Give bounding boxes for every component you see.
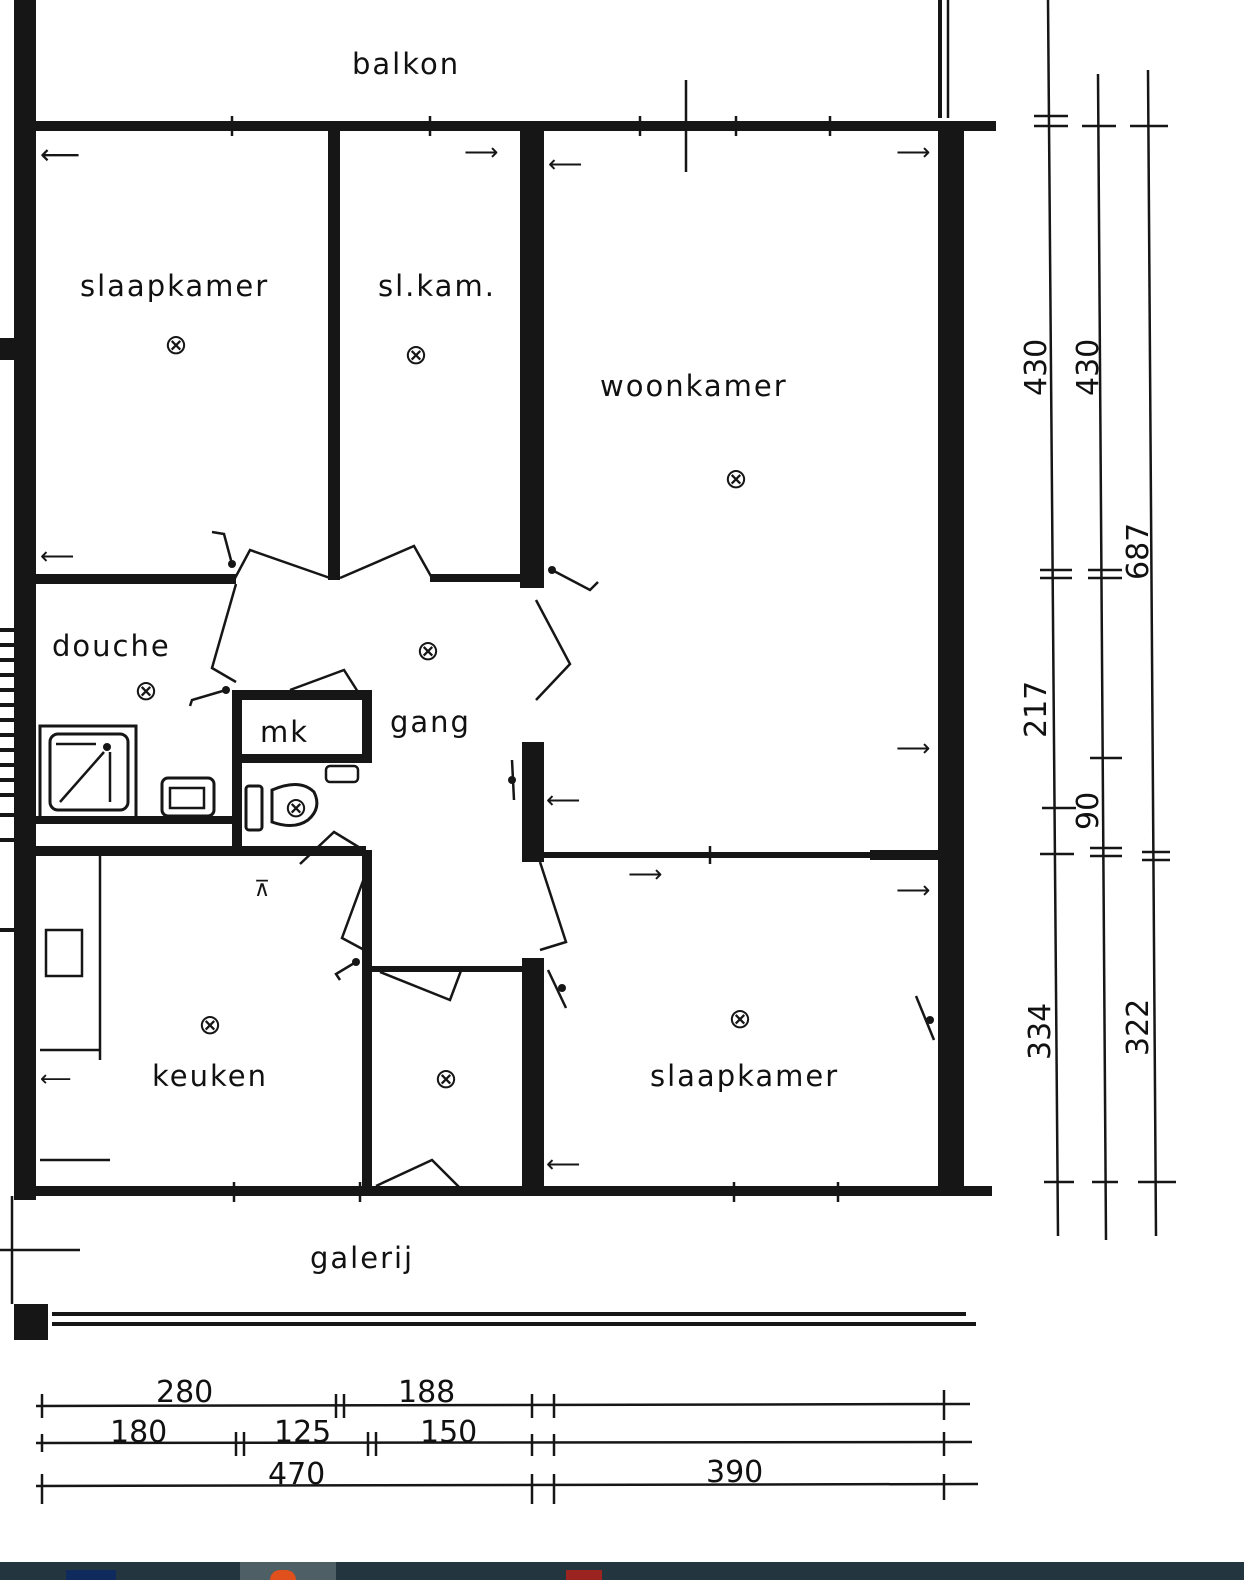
dim-bottom-470: 470 <box>268 1457 325 1492</box>
shower-tray <box>38 724 138 820</box>
toilet-cistern <box>244 784 264 832</box>
dim-bottom-390: 390 <box>706 1455 763 1490</box>
dim-bottom-188: 188 <box>398 1375 455 1410</box>
svg-text:⟶: ⟶ <box>896 734 930 762</box>
dim-bottom-125: 125 <box>274 1415 331 1450</box>
dim-right-687: 687 <box>1121 523 1156 580</box>
walls <box>0 0 996 1340</box>
room-label-bedroom-2: sl.kam. <box>378 269 496 303</box>
sockets: ⟵ ⟶ ⟵ ⟶ ⟵ ⟶ ⟵ ⟶ ⟶ ⟵ ⟵ ⊼ <box>40 138 930 1178</box>
svg-text:⟵: ⟵ <box>548 150 582 178</box>
room-label-hallway: gang <box>390 705 471 739</box>
left-hatch <box>0 628 80 1304</box>
room-label-bedroom-3: slaapkamer <box>650 1059 839 1093</box>
ceiling-light-icon: ⊗ <box>434 1062 457 1095</box>
dim-right-90: 90 <box>1071 792 1106 830</box>
room-label-meter-cupboard: mk <box>260 715 309 749</box>
taskbar-app-icon[interactable] <box>566 1570 602 1580</box>
dim-right-430a: 430 <box>1019 339 1054 396</box>
dim-right-334: 334 <box>1023 1003 1058 1060</box>
dim-right-217: 217 <box>1019 681 1054 738</box>
ceiling-light-icon: ⊗ <box>728 1002 751 1035</box>
gallery-label: galerij <box>310 1241 414 1275</box>
svg-text:⟵: ⟵ <box>546 786 580 814</box>
taskbar <box>0 1562 1244 1580</box>
svg-text:⊼: ⊼ <box>254 877 270 902</box>
room-label-bedroom-1: slaapkamer <box>80 269 269 303</box>
ceiling-light-icon: ⊗ <box>134 674 157 707</box>
ceiling-light-icon: ⊗ <box>724 462 747 495</box>
svg-text:⟶: ⟶ <box>464 138 498 166</box>
ceiling-light-icon: ⊗ <box>284 791 307 824</box>
svg-text:⟶: ⟶ <box>896 138 930 166</box>
browser-icon[interactable] <box>270 1570 296 1580</box>
ceiling-light-icon: ⊗ <box>404 338 427 371</box>
taskbar-app-icon[interactable] <box>66 1570 116 1580</box>
svg-text:⟶: ⟶ <box>628 860 662 888</box>
svg-text:⟵: ⟵ <box>546 1150 580 1178</box>
ceiling-light-icon: ⊗ <box>416 634 439 667</box>
dim-bottom-180: 180 <box>110 1415 167 1450</box>
room-label-living-room: woonkamer <box>600 369 788 403</box>
svg-text:⟵: ⟵ <box>40 542 74 570</box>
balcony-label: balkon <box>352 47 460 81</box>
dim-right-322: 322 <box>1121 999 1156 1056</box>
svg-text:⟵: ⟵ <box>40 1067 72 1092</box>
svg-text:⟶: ⟶ <box>896 876 930 904</box>
washbasin <box>160 776 216 818</box>
ceiling-light-icon: ⊗ <box>164 328 187 361</box>
room-label-kitchen: keuken <box>152 1059 268 1093</box>
room-label-shower: douche <box>52 629 171 663</box>
ceiling-lights: ⊗ ⊗ ⊗ ⊗ ⊗ ⊗ ⊗ ⊗ ⊗ <box>134 328 751 1095</box>
details: ⟵ ⟶ ⟵ ⟶ ⟵ ⟶ ⟵ ⟶ ⟶ ⟵ ⟵ ⊼ <box>0 0 976 1326</box>
dim-bottom-150: 150 <box>420 1415 477 1450</box>
svg-text:⟵: ⟵ <box>40 138 80 171</box>
room-labels: balkon slaapkamer sl.kam. woonkamer douc… <box>52 47 839 1275</box>
dimensions-bottom: 280 188 180 125 150 470 390 <box>35 1375 979 1504</box>
ceiling-light-icon: ⊗ <box>198 1008 221 1041</box>
window-ticks <box>230 116 840 1202</box>
switches <box>188 530 936 1041</box>
dim-bottom-280: 280 <box>156 1375 213 1410</box>
toilet-bowl <box>270 783 319 827</box>
dimensions-right: 430 217 90 334 430 322 687 <box>1019 0 1176 1241</box>
dim-right-430b: 430 <box>1071 339 1106 396</box>
